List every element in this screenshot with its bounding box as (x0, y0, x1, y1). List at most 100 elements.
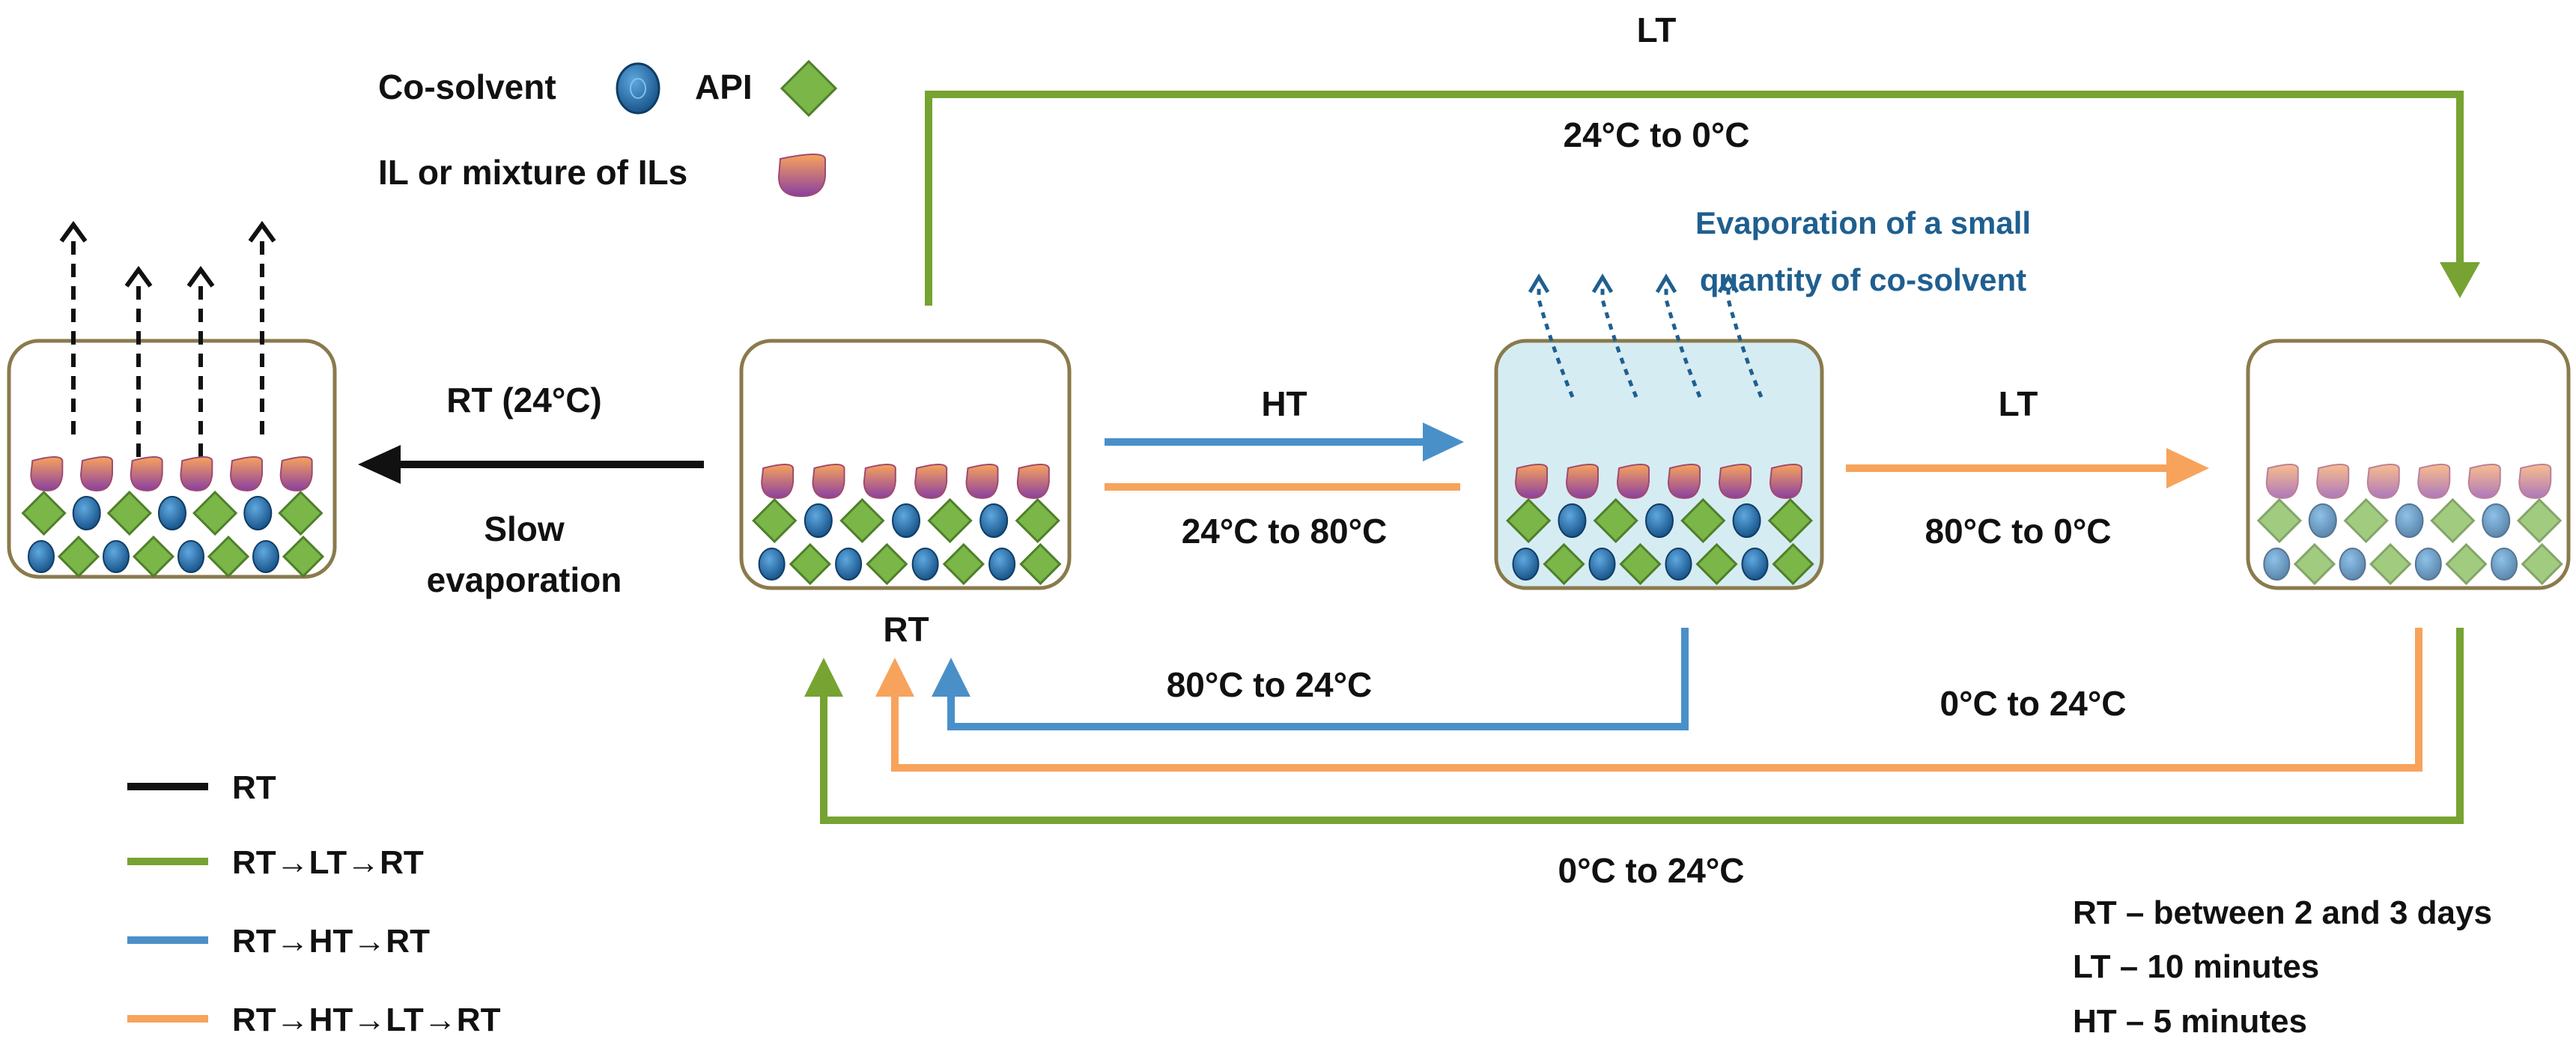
il-particle (863, 464, 896, 500)
il-particle (2467, 464, 2501, 500)
il-particle (79, 456, 113, 492)
blue-return-label: 80°C to 24°C (1167, 665, 1373, 704)
co-solvent-particle (28, 540, 55, 573)
co-solvent-particle (1645, 503, 1674, 538)
lt-route-arrow: LT 80°C to 0°C (1846, 384, 2209, 551)
api-particle (866, 542, 908, 586)
api-particle (2445, 542, 2488, 586)
slow-label-line1: Slow (484, 509, 565, 548)
api-particle (1695, 542, 1738, 586)
co-solvent-particle (158, 496, 186, 530)
green-top-range-label: 24°C to 0°C (1564, 115, 1750, 154)
green-route-top: LT 24°C to 0°C (925, 10, 2480, 306)
co-solvent-particle (1588, 548, 1616, 581)
co-solvent-particle (1732, 503, 1761, 538)
api-particle (282, 535, 325, 578)
il-particle (2366, 464, 2400, 500)
api-diamond-icon (780, 59, 838, 118)
il-particle (130, 456, 163, 492)
api-particle (132, 535, 175, 578)
co-solvent-particle (2308, 503, 2337, 538)
co-solvent-icon (616, 62, 660, 115)
api-particle (2430, 497, 2476, 544)
ht-route-arrows: HT 24°C to 80°C (1105, 384, 1464, 551)
il-particle (965, 464, 999, 500)
api-label: API (695, 67, 753, 106)
il-particle (180, 456, 213, 492)
co-solvent-particle (2395, 503, 2424, 538)
il-particle (1514, 464, 1548, 500)
api-particle (106, 490, 152, 536)
api-particle (2343, 497, 2389, 544)
api-particle (2516, 497, 2563, 544)
il-particle (2417, 464, 2451, 500)
component-legend: Co-solvent API IL or mixture of ILs (378, 59, 838, 198)
api-particle (789, 542, 832, 586)
co-solvent-particle (177, 540, 204, 573)
black-route-arrow: RT (24°C) Slow evaporation (358, 381, 704, 599)
api-particle (1506, 497, 1552, 544)
lt-label: LT (1999, 384, 2038, 423)
duration-lt: LT – 10 minutes (2073, 948, 2319, 985)
co-solvent-label: Co-solvent (378, 67, 556, 106)
particles-box-4 (2256, 464, 2563, 586)
api-particle (2256, 497, 2303, 544)
api-particle (1593, 497, 1638, 544)
il-particle (761, 464, 795, 500)
co-solvent-particle (243, 496, 273, 530)
il-particle (2265, 464, 2299, 500)
particles-box-3 (1506, 464, 1814, 586)
legend-rt-ht-lt-rt: RT→HT→LT→RT (232, 1002, 501, 1038)
api-particle (57, 535, 100, 578)
api-particle (2369, 542, 2412, 586)
particles-box-1 (21, 456, 325, 578)
il-particle (1016, 464, 1050, 500)
co-solvent-particle (1558, 503, 1587, 538)
il-particle (1616, 464, 1650, 500)
co-solvent-particle (252, 540, 279, 573)
duration-ht: HT – 5 minutes (2073, 1003, 2307, 1040)
co-solvent-particle (72, 496, 101, 530)
green-return-label: 0°C to 24°C (1558, 851, 1745, 890)
api-particle (2521, 542, 2563, 586)
il-particle (229, 456, 263, 492)
evaporation-note-line2: quantity of co-solvent (1700, 262, 2026, 297)
api-particle (21, 490, 67, 536)
co-solvent-particle (835, 548, 863, 581)
api-particle (1543, 542, 1585, 586)
il-particle (1718, 464, 1752, 500)
duration-rt: RT – between 2 and 3 days (2073, 894, 2492, 931)
co-solvent-particle (758, 548, 786, 581)
co-solvent-particle (979, 503, 1009, 538)
rt-24-label: RT (24°C) (446, 381, 602, 419)
duration-notes: RT – between 2 and 3 days LT – 10 minute… (2073, 894, 2492, 1040)
api-particle (752, 497, 798, 544)
co-solvent-particle (804, 503, 833, 538)
co-solvent-particle (1512, 548, 1540, 581)
api-particle (927, 497, 973, 544)
il-label: IL or mixture of ILs (378, 153, 687, 192)
blue-return-route: 80°C to 24°C (932, 628, 1689, 730)
orange-return-route: 0°C to 24°C (875, 628, 2422, 772)
container-slow-evaporation (7, 220, 337, 579)
ht-label: HT (1261, 384, 1307, 423)
particles-box-2 (752, 464, 1062, 586)
api-particle (942, 542, 985, 586)
ht-range-label: 24°C to 80°C (1182, 512, 1388, 551)
co-solvent-particle (103, 540, 130, 573)
co-solvent-particle (988, 548, 1016, 581)
il-particle (1769, 464, 1802, 500)
co-solvent-particle (2482, 503, 2511, 538)
api-particle (207, 535, 250, 578)
legend-rt-ht-rt: RT→HT→RT (232, 923, 430, 960)
co-solvent-particle (2339, 548, 2366, 581)
il-particle (1667, 464, 1701, 500)
api-particle (1619, 542, 1662, 586)
il-particle (812, 464, 845, 500)
il-particle (2316, 464, 2350, 500)
api-particle (278, 490, 323, 536)
green-return-route: 0°C to 24°C (804, 628, 2464, 890)
co-solvent-particle (1665, 548, 1692, 581)
co-solvent-particle (892, 503, 920, 538)
api-particle (2293, 542, 2336, 586)
